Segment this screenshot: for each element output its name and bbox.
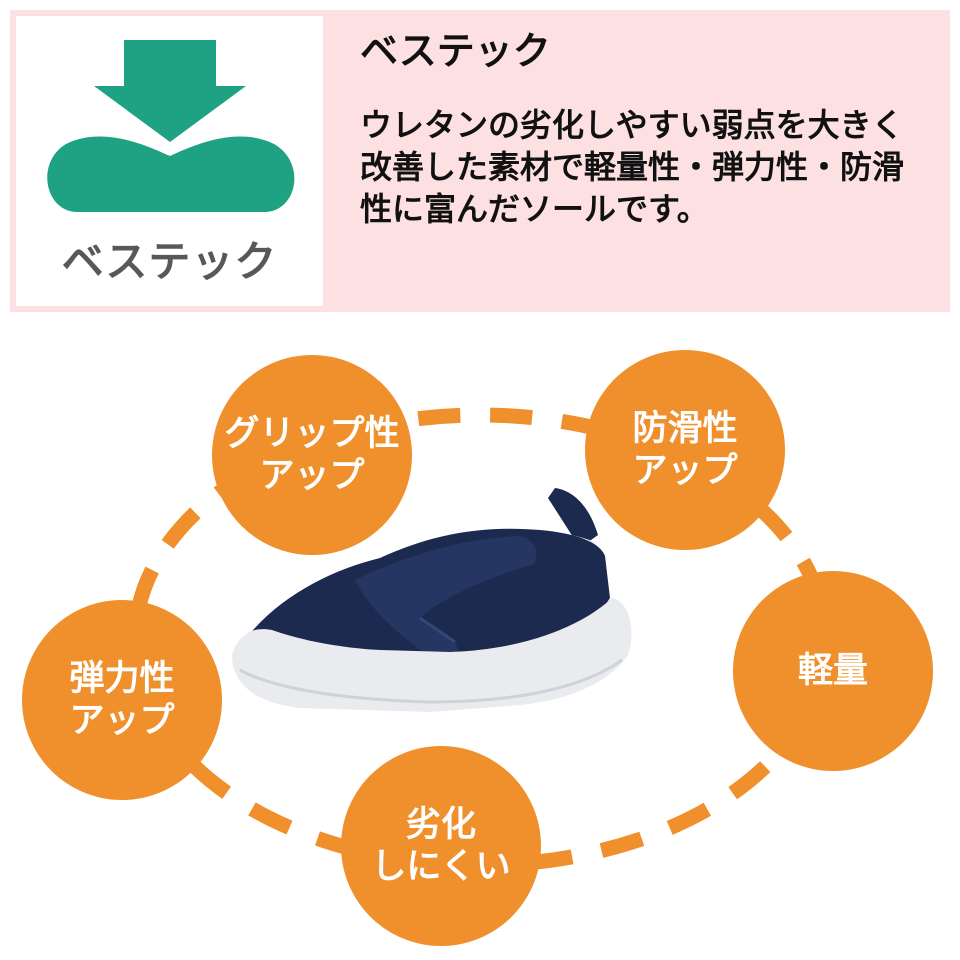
feature-grip: グリップ性 アップ [212,355,412,555]
feature-elasticity: 弾力性 アップ [22,600,222,800]
shoe-image [232,488,632,712]
features-diagram: グリップ性 アップ 防滑性 アップ 軽量 劣化 しにくい 弾力性 アップ [0,330,960,960]
bestec-logo: ベステック [16,16,323,306]
logo-label: ベステック [61,237,278,286]
page-title: ベステック [360,29,551,73]
feature-anti-slip: 防滑性 アップ [585,350,785,550]
feature-durability: 劣化 しにくい [341,746,541,946]
down-arrow-cushion-icon [47,40,295,212]
description: ウレタンの劣化しやすい弱点を大きく改善した素材で軽量性・弾力性・防滑性に富んだソ… [360,106,905,228]
feature-lightweight: 軽量 [733,571,933,771]
